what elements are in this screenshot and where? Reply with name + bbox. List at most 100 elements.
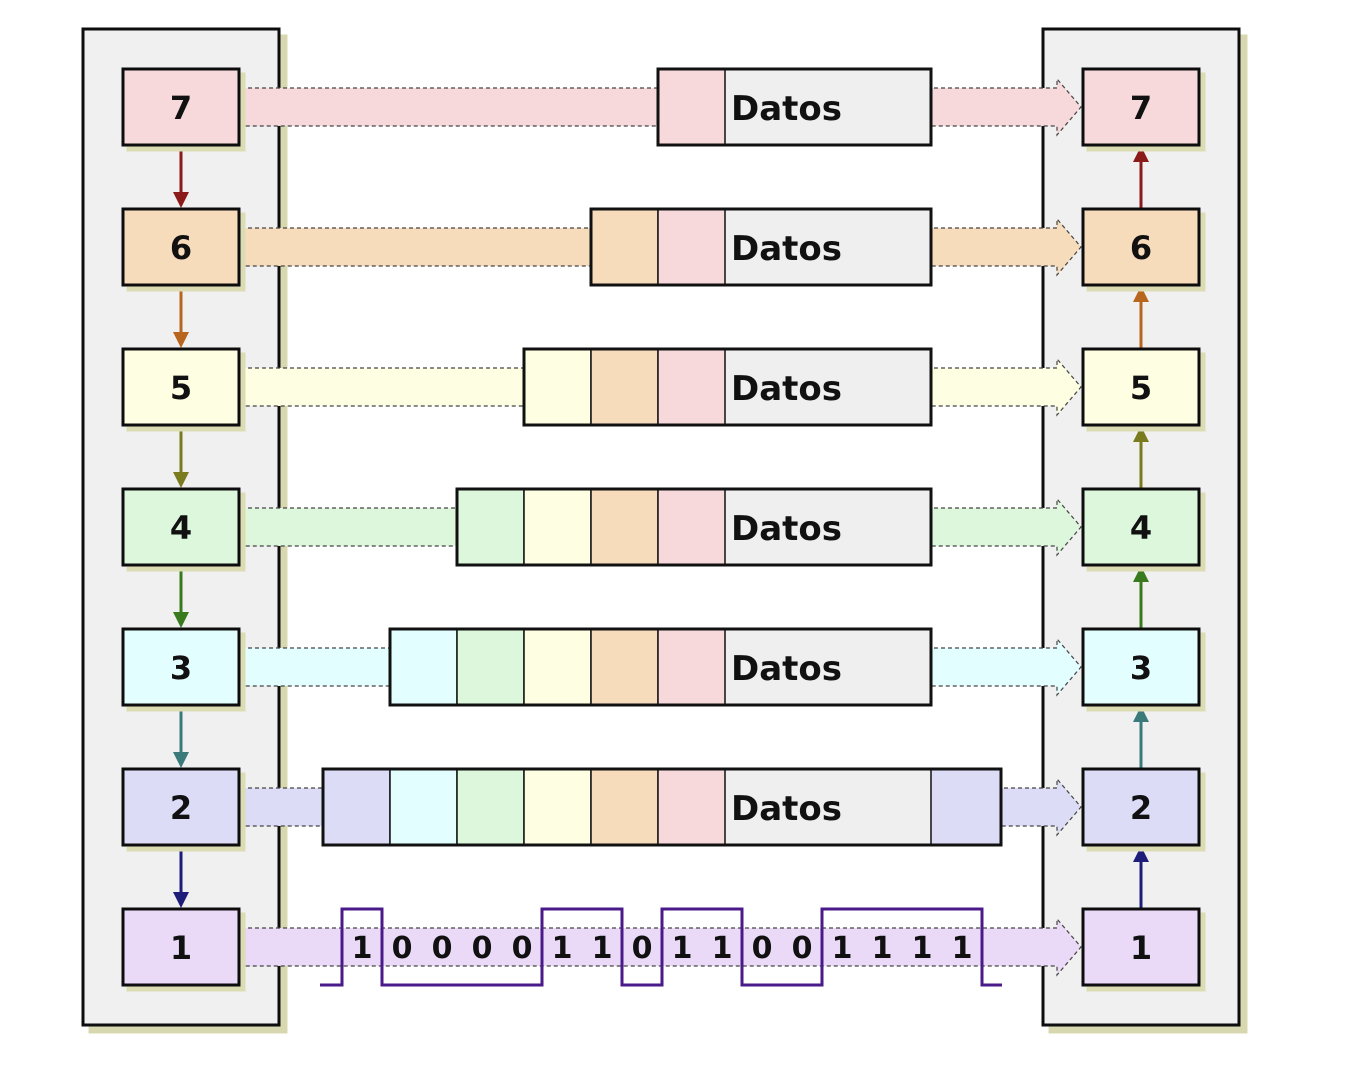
receiver-layer-4: 4: [1081, 487, 1201, 567]
sender-layer-7-box: [121, 67, 241, 147]
receiver-layer-1: 1: [1081, 907, 1201, 987]
receiver-layer-6-box: [1081, 207, 1201, 287]
header-cell-layer-7: [657, 488, 726, 566]
receiver-layer-2-label: 2: [1130, 789, 1152, 827]
pdu-layer-3: Datos: [388, 627, 933, 707]
bit-label: 0: [472, 931, 493, 966]
header-cell-layer-4: [456, 628, 525, 706]
sender-layer-5: 5: [121, 347, 241, 427]
bit-label: 0: [392, 931, 413, 966]
down-arrow-head-2: [173, 892, 189, 908]
pdu-border-layer-5: [522, 347, 933, 427]
down-arrow-head-6: [173, 332, 189, 348]
sender-layer-4: 4: [121, 487, 241, 567]
pdu-layer-5: Datos: [522, 347, 933, 427]
sender-layer-3: 3: [121, 627, 241, 707]
header-cell-layer-6: [590, 208, 659, 286]
data-label-layer-2: Datos: [731, 789, 842, 829]
receiver-layer-5-box: [1081, 347, 1201, 427]
header-cell-layer-3: [389, 768, 458, 846]
header-cell-layer-2: [322, 768, 391, 846]
sender-layer-2: 2: [121, 767, 241, 847]
bit-label: 0: [752, 931, 773, 966]
sender-layer-4-label: 4: [170, 509, 192, 547]
bit-label: 0: [632, 931, 653, 966]
down-arrow-head-4: [173, 612, 189, 628]
up-arrow-head-5: [1133, 426, 1149, 442]
header-cell-layer-7: [657, 628, 726, 706]
receiver-layer-5-label: 5: [1130, 369, 1152, 407]
header-cell-layer-6: [590, 348, 659, 426]
pdu-layer-4: Datos: [455, 487, 933, 567]
sender-layer-2-box: [121, 767, 241, 847]
sender-layer-3-box: [121, 627, 241, 707]
pdu-layer-6: Datos: [589, 207, 933, 287]
sender-layer-6-box: [121, 207, 241, 287]
sender-layer-7-label: 7: [170, 89, 192, 127]
header-cell-layer-5: [523, 768, 592, 846]
receiver-layer-7-box: [1081, 67, 1201, 147]
sender-layer-1: 1: [121, 907, 241, 987]
receiver-layer-7-label: 7: [1130, 89, 1152, 127]
bit-label: 1: [952, 931, 973, 966]
sender-layer-1-box: [121, 907, 241, 987]
pdu-border-layer-4: [455, 487, 933, 567]
bit-label: 1: [672, 931, 693, 966]
receiver-layer-3-label: 3: [1130, 649, 1152, 687]
header-cell-layer-7: [657, 68, 726, 146]
bit-label: 1: [832, 931, 853, 966]
header-cell-layer-3: [389, 628, 458, 706]
bit-label: 1: [352, 931, 373, 966]
receiver-layer-2-box: [1081, 767, 1201, 847]
data-label-layer-3: Datos: [731, 649, 842, 689]
bit-label: 0: [512, 931, 533, 966]
sender-layer-5-box: [121, 347, 241, 427]
up-arrow-head-6: [1133, 286, 1149, 302]
data-label-layer-5: Datos: [731, 369, 842, 409]
header-cell-layer-5: [523, 348, 592, 426]
data-label-layer-7: Datos: [731, 89, 842, 129]
sender-layer-7: 7: [121, 67, 241, 147]
receiver-layer-4-box: [1081, 487, 1201, 567]
receiver-layer-5: 5: [1081, 347, 1201, 427]
pdu-layer-7: Datos: [656, 67, 933, 147]
sender-layer-4-box: [121, 487, 241, 567]
pdu-border-layer-2: [321, 767, 1003, 847]
trailer-cell-layer-2: [930, 768, 1002, 846]
header-cell-layer-4: [456, 488, 525, 566]
receiver-layer-1-box: [1081, 907, 1201, 987]
sender-layer-3-label: 3: [170, 649, 192, 687]
up-arrow-head-7: [1133, 146, 1149, 162]
receiver-layer-4-label: 4: [1130, 509, 1152, 547]
sender-layer-2-label: 2: [170, 789, 192, 827]
pdu-border-layer-7: [656, 67, 933, 147]
bit-label: 1: [872, 931, 893, 966]
bit-label: 0: [432, 931, 453, 966]
down-arrow-head-7: [173, 192, 189, 208]
down-arrow-head-3: [173, 752, 189, 768]
receiver-layer-3-box: [1081, 627, 1201, 707]
down-arrow-head-5: [173, 472, 189, 488]
up-arrow-head-3: [1133, 706, 1149, 722]
pdu-layer-2: Datos: [321, 767, 1003, 847]
receiver-layer-1-label: 1: [1130, 929, 1152, 967]
bit-label: 1: [592, 931, 613, 966]
header-cell-layer-7: [657, 768, 726, 846]
header-cell-layer-5: [523, 628, 592, 706]
header-cell-layer-5: [523, 488, 592, 566]
receiver-layer-7: 7: [1081, 67, 1201, 147]
sender-layer-5-label: 5: [170, 369, 192, 407]
up-arrow-head-4: [1133, 566, 1149, 582]
sender-layer-1-label: 1: [170, 929, 192, 967]
vertical-arrows: [173, 146, 1149, 908]
pdu-border-layer-6: [589, 207, 933, 287]
data-label-layer-4: Datos: [731, 509, 842, 549]
bit-label: 1: [912, 931, 933, 966]
receiver-layer-3: 3: [1081, 627, 1201, 707]
bit-label: 1: [712, 931, 733, 966]
